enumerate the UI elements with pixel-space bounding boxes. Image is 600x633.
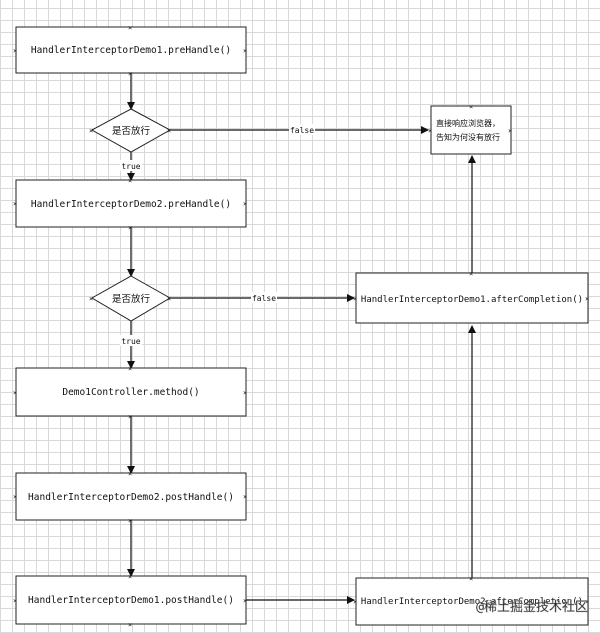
svg-text:×: × [89, 127, 93, 135]
svg-text:×: × [243, 389, 247, 397]
svg-text:×: × [585, 598, 589, 606]
svg-text:×: × [353, 295, 357, 303]
svg-text:×: × [243, 493, 247, 501]
pre2-label: HandlerInterceptorDemo2.preHandle() [31, 199, 231, 210]
respond-label-line2: 告知为何没有放行 [436, 132, 500, 142]
svg-text:×: × [167, 127, 171, 135]
node-pre1: HandlerInterceptorDemo1.preHandle() [15, 26, 247, 74]
watermark: @稀土掘金技术社区 [476, 599, 588, 615]
svg-text:×: × [469, 103, 473, 111]
svg-text:×: × [243, 200, 247, 208]
svg-text:×: × [13, 597, 17, 605]
node-after2: HandlerInterceptorDemo2.afterCompletion(… [355, 577, 589, 626]
svg-text:×: × [128, 70, 132, 78]
decision1-true-label: true [121, 162, 140, 171]
svg-text:×: × [128, 573, 132, 581]
svg-text:×: × [167, 295, 171, 303]
svg-text:×: × [128, 470, 132, 478]
post1-label: HandlerInterceptorDemo1.postHandle() [28, 595, 234, 606]
post2-label: HandlerInterceptorDemo2.postHandle() [28, 492, 234, 503]
decision2-false-label: false [252, 294, 276, 303]
svg-text:×: × [89, 295, 93, 303]
svg-text:×: × [128, 517, 132, 525]
svg-text:×: × [128, 413, 132, 421]
respond-label-line1: 直接响应浏览器， [436, 118, 500, 128]
controller-label: Demo1Controller.method() [62, 387, 199, 398]
svg-text:×: × [128, 224, 132, 232]
node-post1: HandlerInterceptorDemo1.postHandle() [15, 575, 247, 625]
svg-text:×: × [428, 127, 432, 135]
decision2-true-label: true [121, 337, 140, 346]
node-decision2: 是否放行 [90, 275, 172, 322]
connection-handles: ×××× ×××× ×××× ×××× ×××× ××× ××× ××× ×× … [13, 24, 589, 629]
decision1-label: 是否放行 [112, 125, 151, 137]
svg-text:×: × [128, 365, 132, 373]
node-respond-browser: 直接响应浏览器， 告知为何没有放行 [430, 105, 512, 155]
svg-text:×: × [13, 200, 17, 208]
node-after1: HandlerInterceptorDemo1.afterCompletion(… [355, 272, 589, 324]
svg-text:×: × [243, 47, 247, 55]
pre1-label: HandlerInterceptorDemo1.preHandle() [31, 45, 231, 56]
svg-text:×: × [128, 24, 132, 32]
node-post2: HandlerInterceptorDemo2.postHandle() [15, 472, 247, 521]
svg-text:×: × [13, 493, 17, 501]
svg-text:×: × [13, 47, 17, 55]
svg-text:×: × [13, 389, 17, 397]
svg-text:×: × [128, 621, 132, 629]
after2-label: HandlerInterceptorDemo2.afterCompletion(… [361, 597, 583, 607]
node-decision1: 是否放行 [90, 108, 172, 153]
svg-text:×: × [469, 575, 473, 583]
decision1-false-label: false [290, 126, 314, 135]
svg-text:×: × [508, 127, 512, 135]
after1-label: HandlerInterceptorDemo1.afterCompletion(… [361, 295, 583, 305]
decision2-label: 是否放行 [112, 293, 151, 305]
node-controller: Demo1Controller.method() [15, 367, 247, 417]
svg-text:×: × [353, 598, 357, 606]
svg-text:×: × [585, 295, 589, 303]
svg-text:×: × [128, 177, 132, 185]
node-pre2: HandlerInterceptorDemo2.preHandle() [15, 179, 247, 228]
svg-text:×: × [243, 597, 247, 605]
svg-text:×: × [469, 270, 473, 278]
